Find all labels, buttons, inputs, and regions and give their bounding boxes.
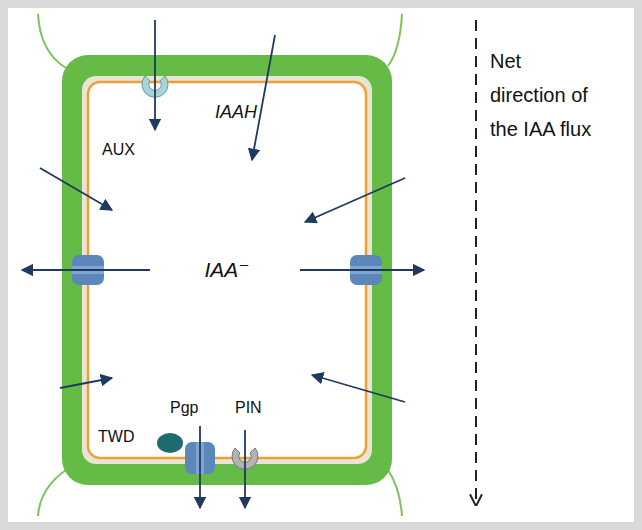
twd-protein (157, 433, 183, 453)
part-label: IAAH (215, 102, 257, 122)
frame (4, 4, 638, 526)
part-label: PIN (235, 398, 262, 418)
ion-label: IAA⁻ (205, 258, 250, 282)
part-label: Pgp (170, 398, 198, 418)
flux-caption: Net direction of the IAA flux (490, 44, 602, 146)
flux-arrows (40, 35, 405, 402)
neighbour-walls (38, 14, 402, 516)
part-label: AUX (102, 140, 135, 160)
part-label: TWD (98, 427, 134, 447)
flux-direction-arrow (475, 20, 477, 505)
transport-arrows (22, 20, 424, 508)
